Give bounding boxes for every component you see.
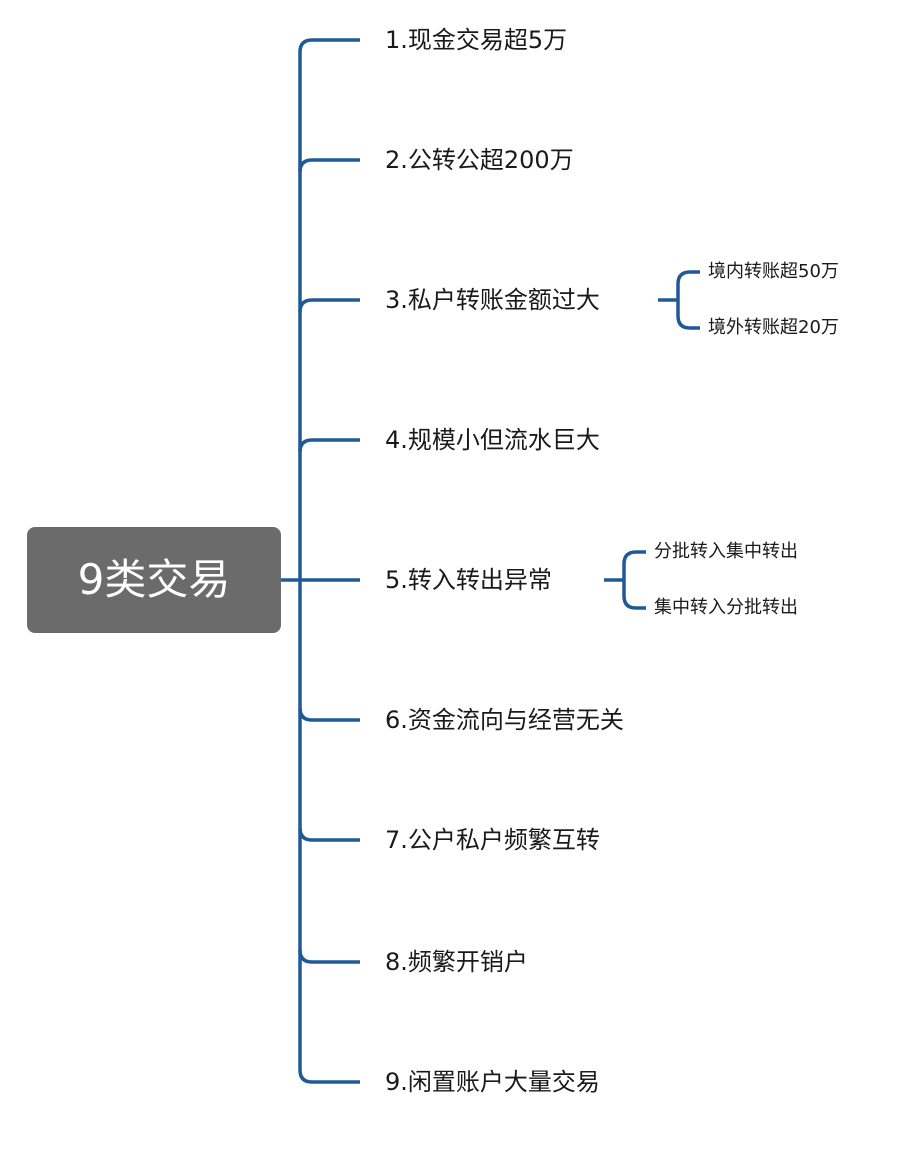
branch-topic: 8.频繁开销户	[385, 948, 528, 976]
branch-topic: 1.现金交易超5万	[385, 26, 568, 54]
branch-connector-2	[298, 158, 360, 173]
branch-topic: 9.闲置账户大量交易	[385, 1068, 600, 1096]
branch-connector-9	[298, 1069, 360, 1084]
branch-topic: 4.规模小但流水巨大	[385, 426, 600, 454]
sub-bracket-3	[676, 270, 700, 330]
sub-topic: 境内转账超50万	[708, 261, 839, 282]
sub-bracket-5	[622, 550, 646, 610]
sub-topic: 分批转入集中转出	[654, 541, 798, 562]
sub-topic: 境外转账超20万	[708, 317, 839, 338]
sub-topic: 集中转入分批转出	[654, 597, 798, 618]
branch-connector-4	[298, 438, 360, 453]
branch-connector-8	[298, 949, 360, 964]
branch-connector-6	[298, 707, 360, 722]
branch-connector-1	[298, 38, 360, 53]
root-topic: 9类交易	[27, 527, 281, 633]
branch-topic: 3.私户转账金额过大	[385, 286, 600, 314]
branch-connector-3	[298, 298, 360, 313]
branch-topic: 2.公转公超200万	[385, 146, 574, 174]
branch-topic: 5.转入转出异常	[385, 566, 552, 594]
branch-topic: 6.资金流向与经营无关	[385, 706, 624, 734]
branch-connector-7	[298, 827, 360, 842]
branch-topic: 7.公户私户频繁互转	[385, 826, 600, 854]
